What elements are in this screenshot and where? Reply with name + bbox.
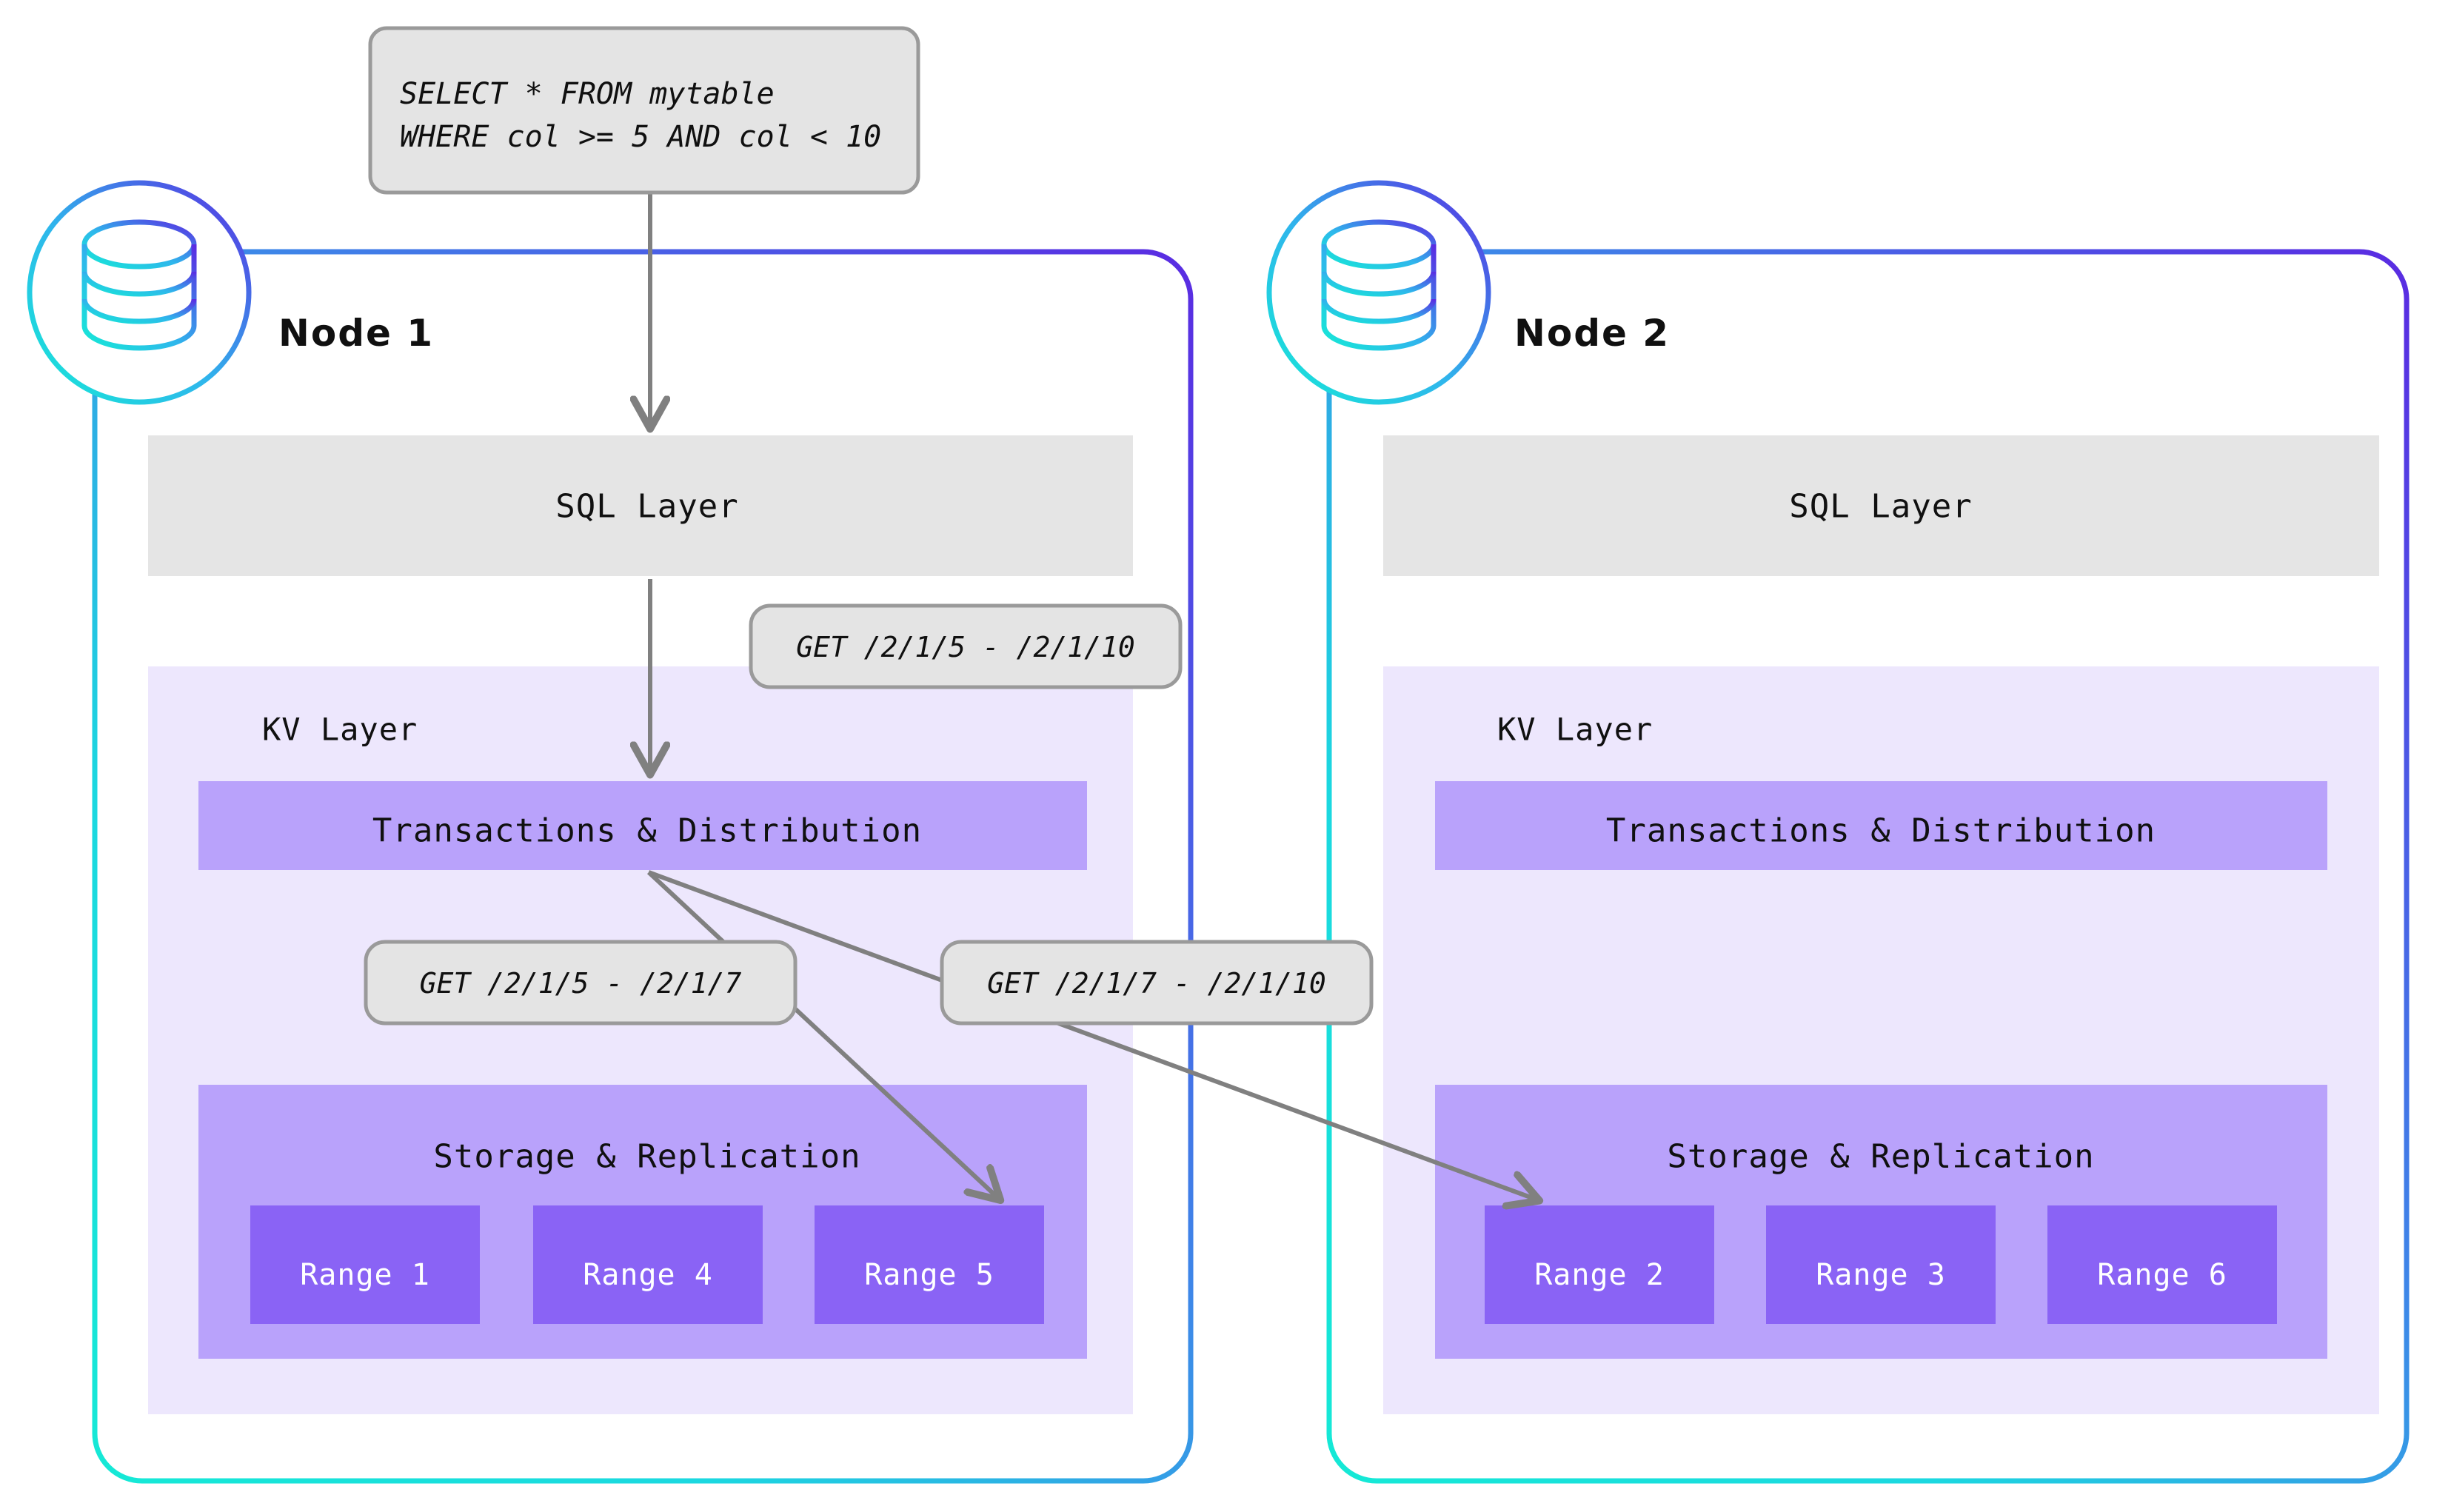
node-2-range-box-1[interactable] (1485, 1205, 1714, 1324)
node-2-card[interactable] (1326, 249, 2410, 1484)
callout-full-range-box[interactable] (749, 603, 1183, 689)
callout-layer (364, 603, 1374, 1026)
query-box-shape (368, 26, 920, 195)
node-1-range-box-3[interactable] (815, 1205, 1044, 1324)
arrow-layer (649, 191, 1537, 1200)
node-2-range-box-3[interactable] (2047, 1205, 2277, 1324)
node-1-transactions-band[interactable] (198, 781, 1087, 870)
node-1-range-box-1[interactable] (250, 1205, 480, 1324)
node-2-transactions-band[interactable] (1435, 781, 2327, 870)
node-1-range-box-2[interactable] (533, 1205, 763, 1324)
arrow-transactions-to-range-2 (647, 870, 1537, 1200)
node-1-badge (27, 180, 252, 405)
node-1-card[interactable] (92, 249, 1194, 1484)
node-2-range-box-2[interactable] (1766, 1205, 1996, 1324)
callout-local-range-box[interactable] (364, 940, 798, 1026)
node-2-sql-layer-band[interactable] (1383, 435, 2379, 576)
database-icon (81, 219, 197, 351)
database-icon (1321, 219, 1437, 351)
node-1-sql-layer-band[interactable] (148, 435, 1133, 576)
callout-remote-range-box[interactable] (940, 940, 1374, 1026)
node-2-badge (1266, 180, 1491, 405)
query-box[interactable] (368, 26, 920, 195)
arrow-transactions-to-range-5 (646, 870, 998, 1198)
